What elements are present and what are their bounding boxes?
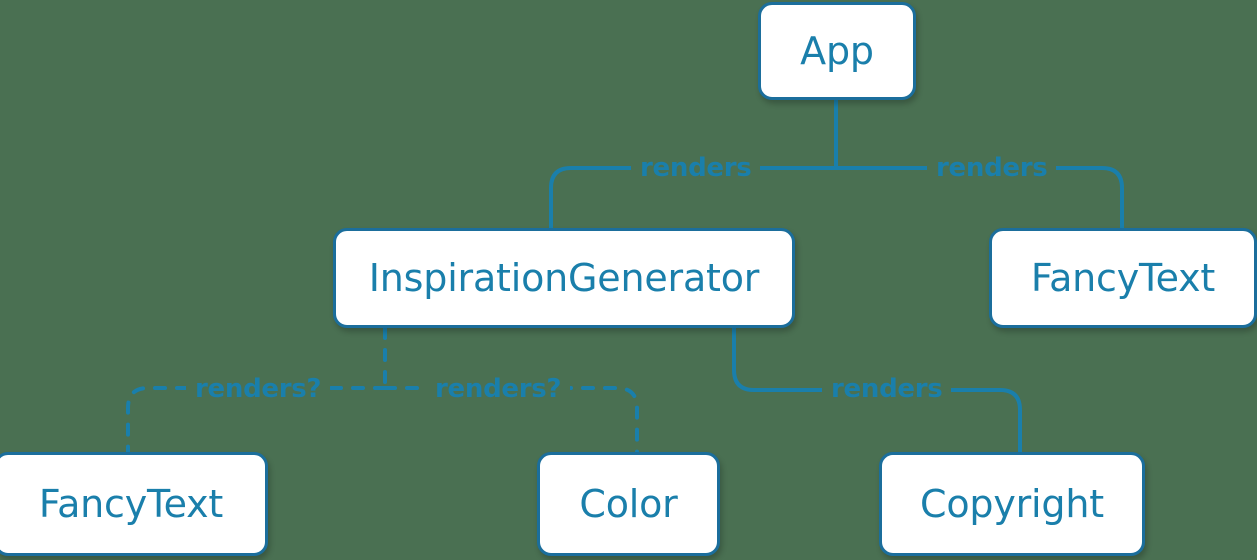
edge-label-app-to-fancytext-right: renders [927,153,1057,183]
node-fancytext-right-label: FancyText [1030,256,1216,300]
node-copyright[interactable]: Copyright [879,452,1145,556]
node-fancytext-left[interactable]: FancyText [0,452,268,556]
node-color[interactable]: Color [537,452,720,556]
node-app[interactable]: App [758,2,916,100]
edge-app-to-inspiration-generator [549,166,838,230]
edge-inspiration-generator-to-fancytext-left [126,386,387,454]
node-fancytext-left-label: FancyText [38,482,224,526]
edge-label-inspiration-generator-to-color: renders? [426,374,571,404]
edge-inspiration-generator-to-color [383,386,639,454]
node-copyright-label: Copyright [920,482,1104,526]
node-fancytext-right[interactable]: FancyText [989,228,1257,328]
node-color-label: Color [579,482,678,526]
node-inspiration-generator-label: InspirationGenerator [368,256,760,300]
edge-label-inspiration-generator-to-copyright: renders [822,374,952,404]
edge-app-to-fancytext-right [834,166,1124,230]
node-inspiration-generator[interactable]: InspirationGenerator [333,228,795,328]
node-app-label: App [800,29,874,73]
edge-label-app-to-inspiration-generator: renders [631,153,761,183]
edge-label-inspiration-generator-to-fancytext-left: renders? [186,374,331,404]
